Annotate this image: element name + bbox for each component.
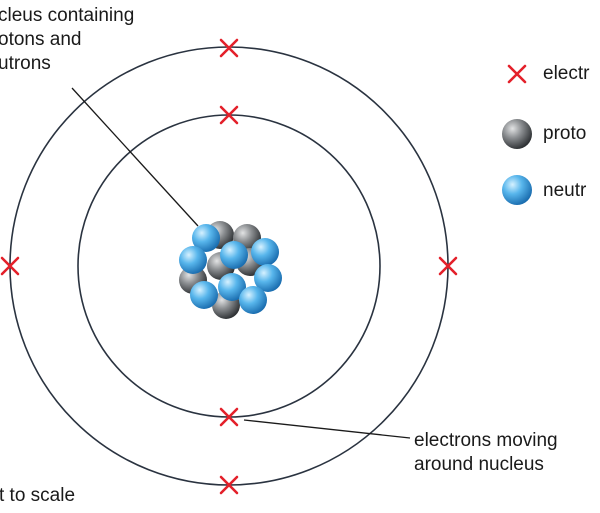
neutron	[220, 241, 248, 269]
electrons-moving-line-2: around nucleus	[414, 454, 544, 475]
nucleus-label-line-2: otons and	[0, 29, 82, 50]
electron	[438, 256, 458, 276]
electron-cross-icon	[507, 64, 527, 84]
nucleus-label-line-1: cleus containing	[0, 5, 135, 26]
nucleus-leader-line	[71, 87, 199, 227]
nucleus	[179, 221, 282, 319]
electron-leader-line	[243, 419, 411, 439]
neutron	[218, 273, 246, 301]
nucleus-label-line-3: utrons	[0, 53, 51, 74]
legend-electron-label: electr	[543, 63, 590, 84]
neutron	[192, 224, 220, 252]
electron	[0, 256, 20, 276]
nucleus-label: cleus containing otons and utrons	[0, 4, 134, 76]
electron	[219, 38, 239, 58]
neutron	[179, 246, 207, 274]
legend-neutron-label: neutr	[543, 180, 587, 201]
proton-sphere-icon	[502, 119, 532, 149]
neutron-sphere-icon	[502, 175, 532, 205]
electron	[219, 475, 239, 495]
scale-note: t to scale	[0, 485, 76, 506]
neutron	[251, 238, 279, 266]
neutron	[254, 264, 282, 292]
electrons-moving-line-1: electrons moving	[414, 430, 558, 451]
electron	[219, 105, 239, 125]
electron	[219, 407, 239, 427]
legend-proton-label: proto	[543, 123, 587, 144]
neutron	[190, 281, 218, 309]
electrons-moving-label: electrons moving around nucleus	[414, 429, 558, 477]
neutron	[239, 286, 267, 314]
